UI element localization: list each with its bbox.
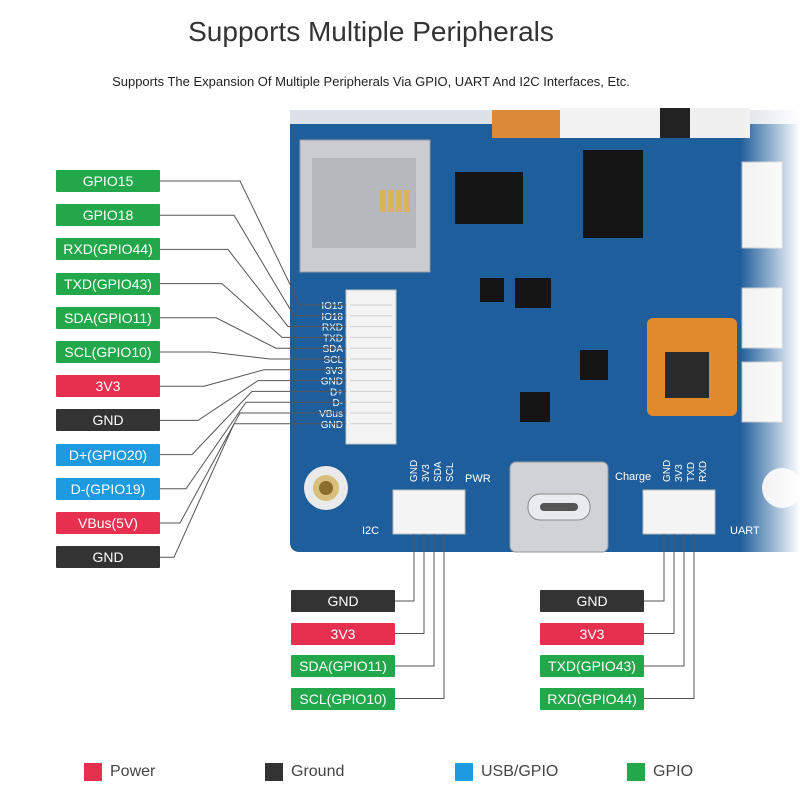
wire-left-6 <box>160 369 346 387</box>
pin-label-gnd: GND <box>56 546 160 569</box>
i2c-silk-label: SDA <box>433 461 444 482</box>
fpc-connector <box>492 110 562 138</box>
legend-item-usb-gpio: USB/GPIO <box>455 762 558 782</box>
header-silk-label: GND <box>321 377 343 388</box>
pin-label-rxd-gpio44-: RXD(GPIO44) <box>56 238 160 261</box>
wire-left-5 <box>160 351 346 360</box>
chip-3 <box>515 278 551 308</box>
header-silk-label: D+ <box>330 387 343 398</box>
i2c-wire-1 <box>395 534 425 634</box>
wire-left-7 <box>160 380 346 421</box>
wire-left-11 <box>160 423 346 558</box>
legend-swatch <box>627 763 645 781</box>
chip-4 <box>580 350 608 380</box>
i2c-wire-0 <box>395 534 415 602</box>
right-fade <box>740 100 800 560</box>
header-silk-label: SDA <box>322 344 343 355</box>
legend-item-ground: Ground <box>265 762 344 782</box>
legend-swatch <box>455 763 473 781</box>
uart-wire-1 <box>644 534 675 634</box>
pin-label-d-gpio20-: D+(GPIO20) <box>56 443 160 466</box>
i2c-pin-gnd: GND <box>291 590 395 612</box>
i2c-pin-3v3: 3V3 <box>291 622 395 645</box>
wire-left-8 <box>160 390 346 456</box>
legend-swatch <box>265 763 283 781</box>
wire-left-3 <box>160 283 346 338</box>
pin-label-3v3: 3V3 <box>56 375 160 398</box>
i2c-silk-label: 3V3 <box>421 464 432 482</box>
page-title: Supports Multiple Peripherals <box>188 16 554 47</box>
legend-label: USB/GPIO <box>481 763 559 780</box>
uart-wire-3 <box>644 534 695 699</box>
uart-wire-0 <box>644 534 665 602</box>
wire-left-2 <box>160 248 346 328</box>
i2c-wire-3 <box>395 534 445 699</box>
header-silk-label: SCL <box>324 355 344 366</box>
uart-pin-txd-gpio43-: TXD(GPIO43) <box>540 655 644 677</box>
header-silk-label: IO15 <box>321 301 343 312</box>
uart-connector <box>642 489 716 535</box>
legend-label: GPIO <box>653 763 694 780</box>
header-silk-label: GND <box>321 420 343 431</box>
pin-label-gpio15: GPIO15 <box>56 170 160 192</box>
pin-label-vbus-5v-: VBus(5V) <box>56 512 160 534</box>
uart-silk-label: RXD <box>698 461 709 482</box>
wire-left-9 <box>160 401 346 490</box>
i2c-wire-2 <box>395 534 435 667</box>
pin-label-sda-gpio11-: SDA(GPIO11) <box>56 306 160 329</box>
wire-left-1 <box>160 214 346 317</box>
header-silk-label: TXD <box>323 333 343 344</box>
i2c-silk-label: GND <box>409 460 420 482</box>
chip-2 <box>583 150 643 238</box>
uart-wire-2 <box>644 534 685 667</box>
i2c-connector <box>392 489 466 535</box>
header-silk-label: VBus <box>319 409 343 420</box>
pin-label-gnd: GND <box>56 409 160 432</box>
page-subtitle: Supports The Expansion Of Multiple Perip… <box>112 74 630 89</box>
i2c-silk-label: SCL <box>445 462 456 482</box>
i2c-pin-scl-gpio10-: SCL(GPIO10) <box>291 687 395 710</box>
uart-silk-label: 3V3 <box>674 464 685 482</box>
chip-5 <box>520 392 550 422</box>
left-header-connector <box>345 289 397 445</box>
pin-label-d-gpio19-: D-(GPIO19) <box>56 477 160 500</box>
legend-label: Power <box>110 763 156 780</box>
i2c-pin-sda-gpio11-: SDA(GPIO11) <box>291 655 395 677</box>
uart-pin-gnd: GND <box>540 590 644 612</box>
legend-label: Ground <box>291 763 345 780</box>
screen-edge <box>560 108 660 138</box>
uart-silk-label: TXD <box>686 462 697 482</box>
header-silk-label: 3V3 <box>325 366 343 377</box>
uart-pin-rxd-gpio44-: RXD(GPIO44) <box>540 687 644 710</box>
board-label-i2c: I2C <box>362 525 379 537</box>
pin-label-scl-gpio10-: SCL(GPIO10) <box>56 341 160 363</box>
uart-pin-3v3: 3V3 <box>540 622 644 645</box>
pin-label-txd-gpio43-: TXD(GPIO43) <box>56 272 160 295</box>
wire-left-10 <box>160 412 346 524</box>
board-label-charge: Charge <box>615 471 651 483</box>
header-silk-label: IO18 <box>321 312 343 323</box>
pin-label-gpio18: GPIO18 <box>56 204 160 227</box>
chip-1 <box>455 172 523 224</box>
board-label-pwr: PWR <box>465 473 491 485</box>
header-silk-label: D- <box>332 398 343 409</box>
legend-item-gpio: GPIO <box>627 762 693 782</box>
black-strip <box>660 108 690 138</box>
wire-left-4 <box>160 317 346 349</box>
chip-6 <box>480 278 504 302</box>
wire-left-0 <box>160 180 346 306</box>
uart-silk-label: GND <box>662 460 673 482</box>
header-silk-label: RXD <box>322 323 343 334</box>
legend-item-power: Power <box>84 762 155 782</box>
legend-swatch <box>84 763 102 781</box>
